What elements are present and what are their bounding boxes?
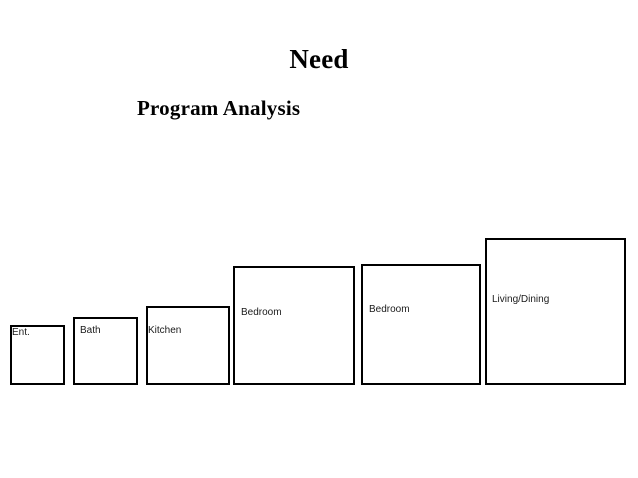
room-label: Living/Dining — [492, 294, 550, 305]
room-label: Bath — [80, 325, 101, 336]
room-box — [73, 317, 138, 385]
slide-title: Need — [289, 44, 349, 74]
room-label: Ent. — [12, 327, 30, 338]
room-label: Bedroom — [369, 304, 410, 315]
room-box — [10, 325, 65, 385]
room-label: Kitchen — [148, 325, 182, 336]
room-box — [485, 238, 626, 385]
room-box — [146, 306, 230, 385]
room-label: Bedroom — [241, 307, 282, 318]
room-box — [233, 266, 355, 385]
room-box — [361, 264, 481, 385]
slide-subtitle: Program Analysis — [137, 96, 301, 120]
